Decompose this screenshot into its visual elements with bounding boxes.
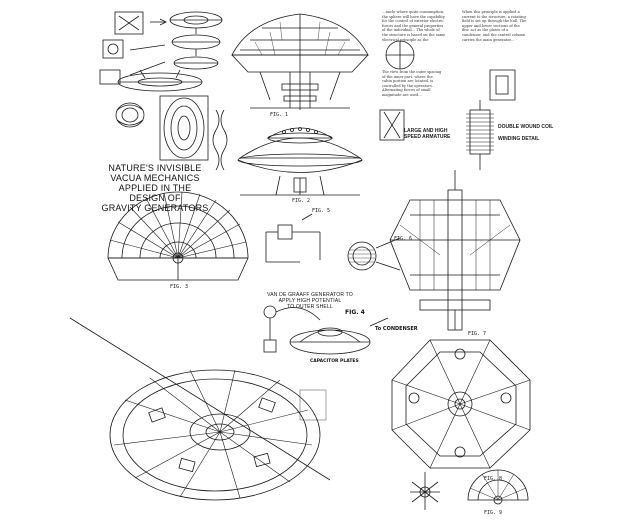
fig6-label: FIG. 6 bbox=[394, 236, 412, 242]
to-condenser-label: To CONDENSER bbox=[375, 326, 418, 332]
text-column-2: When this principle is applied a current… bbox=[462, 10, 528, 42]
legend-double-wound-coil: DOUBLE WOUND COIL bbox=[498, 124, 554, 130]
armature-parts bbox=[379, 40, 516, 170]
semicircular-frame bbox=[107, 191, 249, 281]
fig3-label: FIG. 3 bbox=[170, 284, 188, 290]
fig8-label: FIG. 8 bbox=[484, 476, 502, 482]
text-column-3: The view from the outer spacing of the i… bbox=[382, 70, 442, 97]
handwritten-title-note: NATURE'S INVISIBLE VACUA MECHANICS APPLI… bbox=[101, 163, 209, 213]
coil-detail bbox=[347, 237, 401, 271]
legend-armature: LARGE AND HIGH SPEED ARMATURE bbox=[404, 128, 451, 140]
octagonal-plan bbox=[391, 339, 531, 469]
fig1-label: FIG. 1 bbox=[270, 112, 288, 118]
generator-sketch bbox=[263, 305, 389, 355]
text-column-1: …nacle where quite consumption, the sphe… bbox=[382, 10, 446, 42]
saucer-exterior bbox=[237, 127, 363, 196]
fig9-label: FIG. 9 bbox=[484, 510, 502, 516]
bottom-right-details bbox=[410, 469, 529, 510]
fig5-label: FIG. 5 bbox=[312, 208, 330, 214]
capacitor-plates-label: CAPACITOR PLATES bbox=[310, 358, 359, 364]
large-disc-perspective bbox=[69, 317, 331, 501]
saucer-cross-section bbox=[231, 13, 369, 110]
fig4-label: FIG. 4 bbox=[345, 309, 365, 316]
central-column-assembly bbox=[389, 170, 521, 331]
legend-winding-detail: WINDING DETAIL bbox=[498, 136, 540, 142]
sequence-diagrams bbox=[99, 11, 228, 171]
generator-note: VAN DE GRAAFF GENERATOR TO APPLY HIGH PO… bbox=[267, 292, 353, 310]
fig2-label: FIG. 2 bbox=[292, 198, 310, 204]
fig7-label: FIG. 7 bbox=[468, 331, 486, 337]
circuit-detail bbox=[265, 213, 321, 263]
